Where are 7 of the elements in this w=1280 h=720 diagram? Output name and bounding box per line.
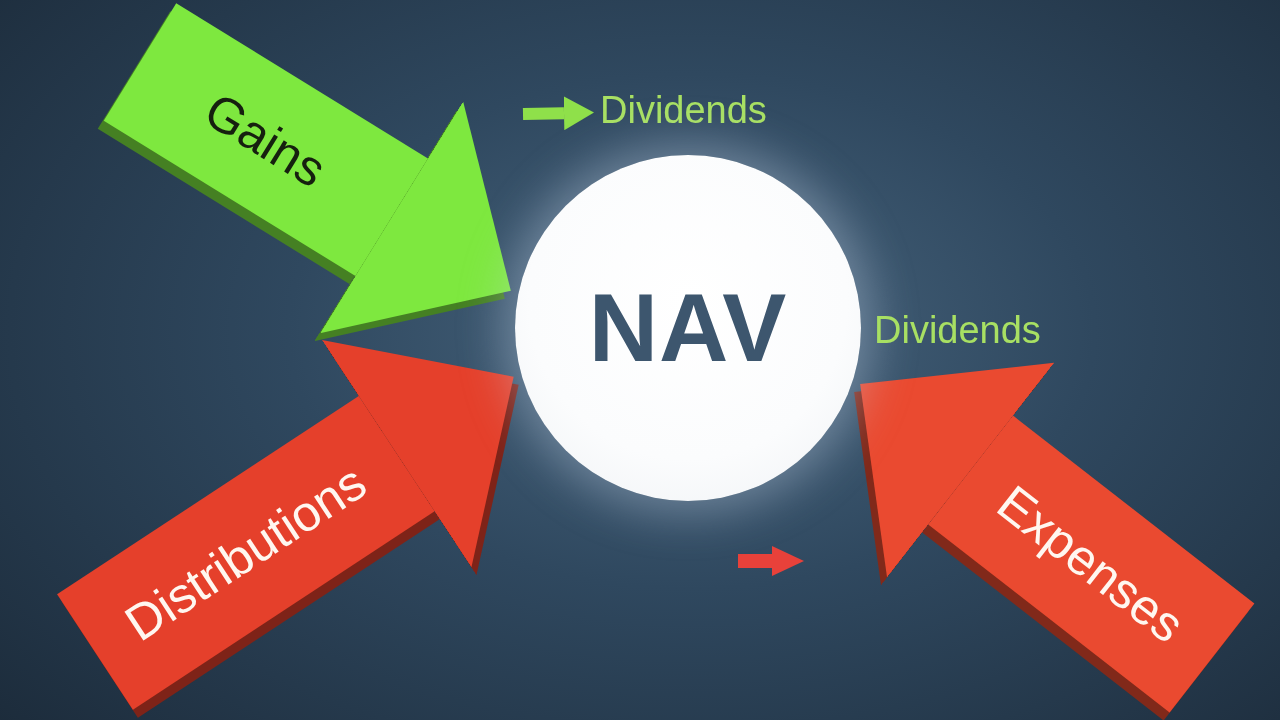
arrow [522,96,594,131]
block-arrow [860,362,1255,713]
text-label: Dividends [600,90,767,132]
block-arrow [57,339,514,710]
circle-node: NAV [515,155,861,501]
node-caption: Dividends [874,310,1041,352]
block-arrow [103,3,511,334]
